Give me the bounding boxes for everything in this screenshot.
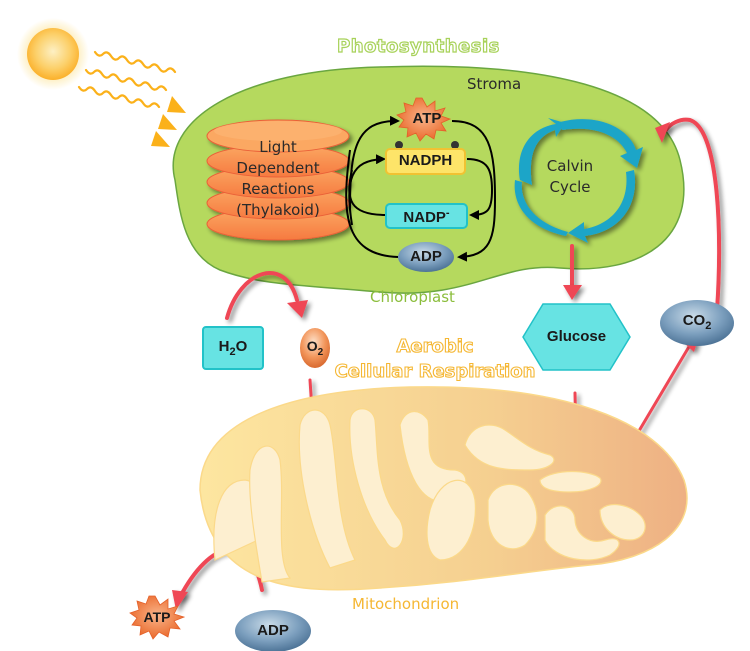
light-rays (77, 50, 177, 109)
thylakoid-line-1: Light (259, 138, 297, 156)
co2-label: CO2 (660, 312, 734, 332)
aerobic-line-2: Cellular Respiration (334, 360, 536, 382)
nadph-dot-right (451, 141, 459, 149)
nadp-text: NADP (403, 209, 446, 226)
nadph-box (385, 148, 466, 175)
nadp-box (385, 203, 468, 229)
adp-bottom-oval (235, 610, 311, 651)
o2-o: O (306, 338, 318, 354)
thylakoid-line-2: Dependent (236, 159, 320, 177)
glucose-hexagon (522, 303, 631, 371)
atp-top-star (396, 97, 452, 142)
energy-carrier-loops (345, 115, 497, 262)
atp-bottom-label: ATP (143, 609, 171, 625)
nadph-dot-left (395, 141, 403, 149)
calvin-line-1: Calvin (546, 157, 594, 175)
co2-co: CO (682, 312, 706, 329)
co2-oval (660, 300, 734, 346)
aerobic-line-1: Aerobic (396, 335, 474, 357)
wavy-arrow-icon (77, 85, 161, 109)
atp-top-label: ATP (412, 110, 442, 127)
adp-top-oval (398, 242, 454, 272)
stroma-label: Stroma (467, 75, 522, 93)
light-ray-heads (151, 96, 186, 147)
thylakoid-stack (206, 119, 350, 241)
co2-sub: 2 (705, 320, 712, 332)
wavy-arrow-icon (84, 68, 168, 92)
mitochondrion-shape (199, 386, 688, 591)
chloroplast-label: Chloroplast (370, 288, 455, 306)
sun-icon (17, 18, 89, 90)
mitochondrion-label: Mitochondrion (352, 595, 460, 613)
glucose-label: Glucose (546, 328, 607, 345)
calvin-cycle-label: Calvin Cycle (540, 156, 600, 198)
thylakoid-line-3: Reactions (241, 180, 315, 198)
o2-oval (300, 328, 330, 368)
nadp-label: NADP- (386, 207, 467, 226)
o2-sub: 2 (317, 346, 324, 358)
h2o-label: H2O (203, 338, 263, 358)
nadp-sup: - (445, 207, 450, 219)
thylakoid-label: Light Dependent Reactions (Thylakoid) (218, 137, 338, 221)
thylakoid-line-4: (Thylakoid) (236, 201, 320, 219)
o2-label: O2 (300, 338, 330, 358)
h2o-h: H (218, 338, 230, 355)
calvin-line-2: Cycle (549, 178, 591, 196)
wavy-arrow-icon (93, 50, 177, 74)
h2o-sub: 2 (229, 346, 236, 358)
calvin-cycle-arrows (514, 118, 643, 243)
adp-top-label: ADP (410, 248, 442, 265)
aerobic-title: Aerobic Cellular Respiration (330, 334, 540, 384)
h2o-o: O (235, 338, 248, 355)
atp-bottom-star (129, 595, 186, 640)
h2o-box (202, 326, 264, 370)
adp-bottom-label: ADP (257, 622, 289, 639)
nadph-label: NADPH (398, 152, 453, 169)
photosynthesis-title: Photosynthesis (336, 35, 500, 57)
